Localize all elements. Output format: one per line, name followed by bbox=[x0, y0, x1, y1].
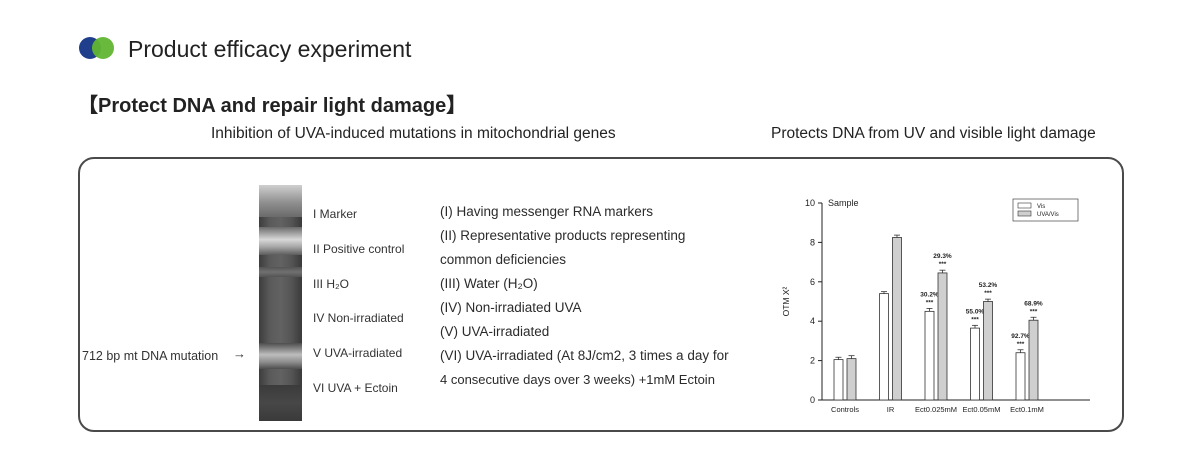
x-tick-label: Ect0.05mM bbox=[963, 405, 1001, 414]
description-line: 4 consecutive days over 3 weeks) +1mM Ec… bbox=[440, 372, 715, 387]
legend-label: Vis bbox=[1037, 204, 1045, 210]
bar-uva-vis bbox=[846, 358, 857, 401]
description-line: (III) Water (H₂O) bbox=[440, 276, 538, 291]
bar-uva-vis bbox=[983, 301, 993, 401]
annotation-stars: *** bbox=[971, 316, 979, 323]
bar-uva-vis bbox=[892, 237, 902, 401]
legend-label: UVA/Vis bbox=[1037, 212, 1059, 218]
lane-label-uva-ectoin: VI UVA + Ectoin bbox=[313, 381, 398, 395]
gel-band-marker bbox=[259, 185, 302, 217]
annotation-percent: 92.7% bbox=[1011, 333, 1030, 340]
page-subtitle: 【Protect DNA and repair light damage】 bbox=[78, 95, 467, 117]
lane-label-non-irradiated: IV Non-irradiated bbox=[313, 311, 404, 325]
x-tick-label: Controls bbox=[831, 405, 859, 414]
y-tick-label: 10 bbox=[805, 198, 815, 208]
annotation-percent: 68.9% bbox=[1024, 300, 1043, 307]
annotation-stars: *** bbox=[1030, 308, 1038, 315]
y-axis-label: OTM X² bbox=[781, 286, 791, 316]
description-line: (IV) Non-irradiated UVA bbox=[440, 300, 582, 315]
description-line: (V) UVA-irradiated bbox=[440, 324, 550, 339]
bar-uva-vis bbox=[937, 272, 948, 401]
legend-swatch bbox=[1017, 210, 1032, 217]
annotation-percent: 53.2% bbox=[979, 282, 998, 289]
legend-swatch bbox=[1017, 202, 1032, 209]
annotation-percent: 29.3% bbox=[933, 253, 952, 260]
gel-band-water bbox=[259, 267, 302, 277]
bar-vis bbox=[970, 327, 980, 401]
bar-vis bbox=[879, 293, 889, 401]
annotation-stars: *** bbox=[1017, 341, 1025, 348]
lane-label-water: III H₂O bbox=[313, 277, 349, 291]
description-line: (I) Having messenger RNA markers bbox=[440, 204, 654, 219]
chart-title: Sample bbox=[828, 198, 859, 208]
arrow-right-icon: → bbox=[233, 346, 246, 361]
lane-label-uva-irradiated: V UVA-irradiated bbox=[313, 346, 403, 360]
bar-vis bbox=[833, 359, 844, 401]
experiment-panel bbox=[78, 157, 1124, 432]
section-title: Product efficacy experiment bbox=[128, 36, 412, 62]
description-line: (VI) UVA-irradiated (At 8J/cm2, 3 times … bbox=[440, 348, 729, 363]
gel-band-uva-irradiated bbox=[259, 343, 302, 369]
annotation-stars: *** bbox=[984, 290, 992, 297]
left-caption: Inhibition of UVA-induced mutations in m… bbox=[211, 125, 616, 142]
annotation-percent: 30.2% bbox=[920, 291, 939, 298]
bar-vis bbox=[1015, 352, 1026, 401]
y-tick-label: 6 bbox=[810, 277, 815, 287]
right-caption: Protects DNA from UV and visible light d… bbox=[771, 125, 1096, 142]
x-tick-label: IR bbox=[887, 405, 895, 414]
y-tick-label: 2 bbox=[810, 356, 815, 366]
gel-band-positive-control bbox=[259, 227, 302, 255]
y-tick-label: 8 bbox=[810, 237, 815, 247]
y-tick-label: 0 bbox=[810, 395, 815, 405]
lane-label-positive-control: II Positive control bbox=[313, 242, 405, 256]
description-line: (II) Representative products representin… bbox=[440, 228, 686, 243]
x-tick-label: Ect0.1mM bbox=[1010, 405, 1044, 414]
mutation-label: 712 bp mt DNA mutation bbox=[82, 349, 219, 363]
annotation-stars: *** bbox=[939, 261, 947, 268]
annotation-stars: *** bbox=[926, 299, 934, 306]
lane-label-marker: I Marker bbox=[313, 207, 358, 221]
annotation-percent: 55.0% bbox=[966, 308, 985, 315]
y-tick-label: 4 bbox=[810, 316, 815, 326]
brand-dot-green-icon bbox=[92, 37, 114, 59]
gel-band-uva-ectoin bbox=[259, 385, 302, 421]
description-line: common deficiencies bbox=[440, 252, 567, 267]
gel-electrophoresis-image bbox=[259, 185, 302, 421]
x-tick-label: Ect0.025mM bbox=[915, 405, 957, 414]
bar-uva-vis bbox=[1028, 319, 1039, 401]
bar-vis bbox=[924, 310, 935, 401]
